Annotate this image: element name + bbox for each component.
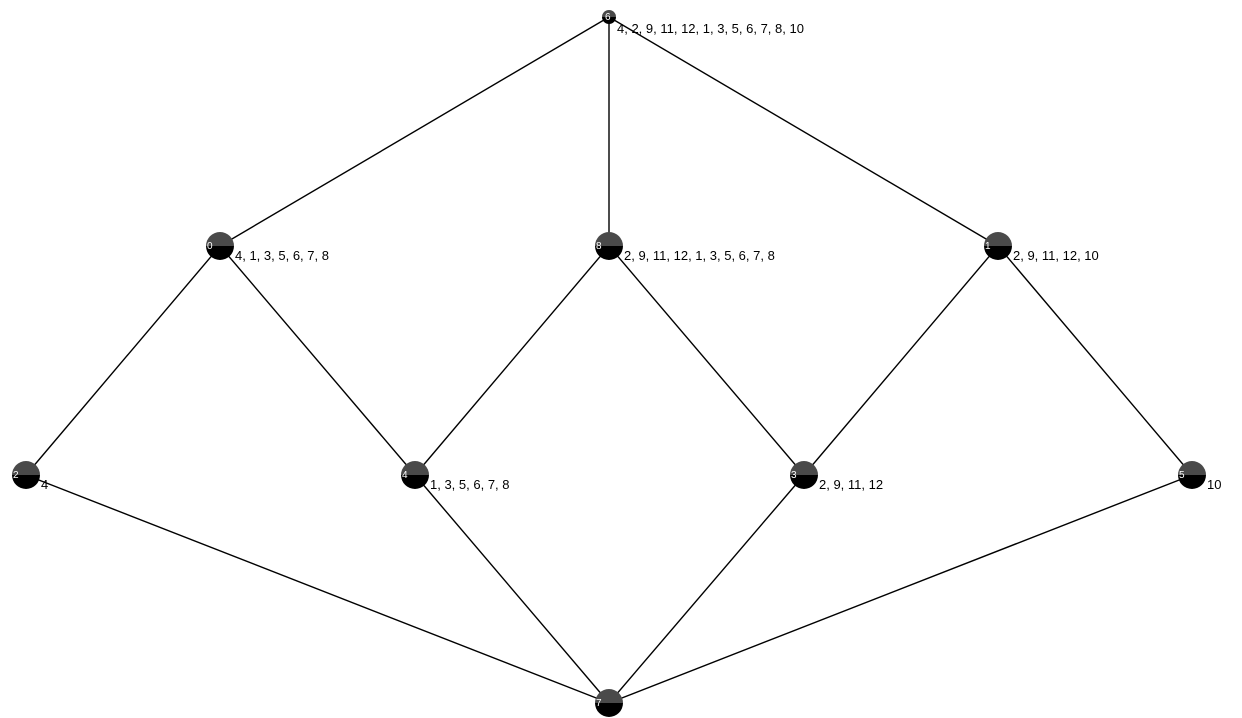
node-extent-label: 2, 9, 11, 12, 10 xyxy=(1013,248,1099,263)
node-circle[interactable] xyxy=(790,461,818,489)
edges-layer xyxy=(25,16,1193,704)
node-id-label: 7 xyxy=(596,698,602,709)
node-4[interactable]: 4 1, 3, 5, 6, 7, 8 xyxy=(401,461,510,492)
node-extent-label: 4, 1, 3, 5, 6, 7, 8 xyxy=(235,248,329,263)
edge-6-1 xyxy=(608,16,999,247)
node-circle[interactable] xyxy=(984,232,1012,260)
edge-5-7 xyxy=(608,474,1193,704)
node-0[interactable]: 0 4, 1, 3, 5, 6, 7, 8 xyxy=(206,232,329,263)
node-circle[interactable] xyxy=(595,689,623,717)
node-7[interactable]: 7 xyxy=(595,689,623,717)
edge-1-3 xyxy=(803,245,999,476)
node-circle[interactable] xyxy=(206,232,234,260)
edge-0-4 xyxy=(219,245,416,476)
edge-2-7 xyxy=(25,474,610,704)
node-id-label: 2 xyxy=(13,470,19,481)
node-extent-label: 1, 3, 5, 6, 7, 8 xyxy=(430,477,510,492)
edge-3-7 xyxy=(608,474,805,704)
node-id-label: 8 xyxy=(596,241,602,252)
node-circle[interactable] xyxy=(602,10,616,24)
edge-8-3 xyxy=(608,245,805,476)
node-extent-label: 2, 9, 11, 12 xyxy=(819,477,883,492)
node-extent-label: 4 xyxy=(41,477,48,492)
node-id-label: 1 xyxy=(985,241,991,252)
edge-0-2 xyxy=(25,245,221,476)
node-extent-label: 4, 2, 9, 11, 12, 1, 3, 5, 6, 7, 8, 10 xyxy=(617,21,804,36)
node-id-label: 5 xyxy=(1179,470,1185,481)
node-extent-label: 2, 9, 11, 12, 1, 3, 5, 6, 7, 8 xyxy=(624,248,775,263)
node-circle[interactable] xyxy=(12,461,40,489)
node-circle[interactable] xyxy=(1178,461,1206,489)
node-6[interactable]: 6 4, 2, 9, 11, 12, 1, 3, 5, 6, 7, 8, 10 xyxy=(602,10,804,36)
node-id-label: 3 xyxy=(791,470,797,481)
edge-8-4 xyxy=(414,245,610,476)
node-circle[interactable] xyxy=(595,232,623,260)
node-5[interactable]: 5 10 xyxy=(1178,461,1221,492)
node-2[interactable]: 24 xyxy=(12,461,48,492)
edge-1-5 xyxy=(997,245,1193,476)
node-circle[interactable] xyxy=(401,461,429,489)
node-id-label: 4 xyxy=(402,470,408,481)
edge-4-7 xyxy=(414,474,610,704)
nodes-layer: 6 4, 2, 9, 11, 12, 1, 3, 5, 6, 7, 8, 10 0 4… xyxy=(12,10,1221,717)
node-id-label: 6 xyxy=(605,12,611,23)
node-8[interactable]: 8 2, 9, 11, 12, 1, 3, 5, 6, 7, 8 xyxy=(595,232,775,263)
edge-6-0 xyxy=(219,16,610,247)
node-3[interactable]: 3 2, 9, 11, 12 xyxy=(790,461,883,492)
node-1[interactable]: 1 2, 9, 11, 12, 10 xyxy=(984,232,1099,263)
node-extent-label: 10 xyxy=(1207,477,1221,492)
node-id-label: 0 xyxy=(207,241,213,252)
